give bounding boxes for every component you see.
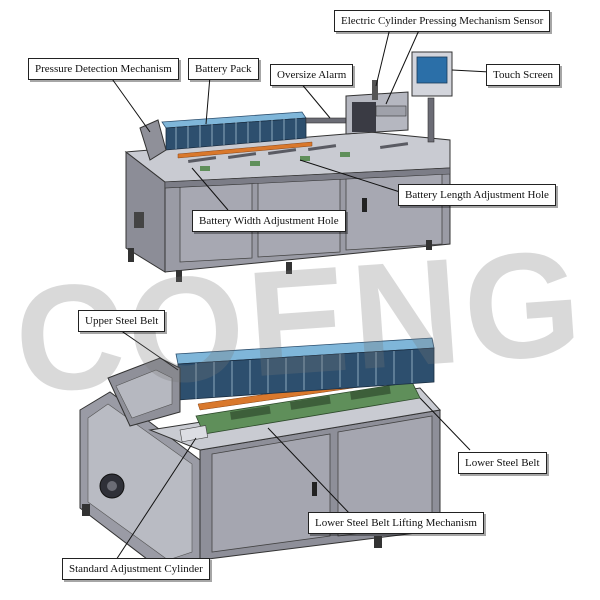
leader-battery-pack <box>205 75 211 125</box>
top-cylinder-body <box>352 102 376 132</box>
label-touch-screen: Touch Screen <box>486 64 561 86</box>
label-battery-width-hole: Battery Width Adjustment Hole <box>192 210 346 232</box>
label-upper-steel-belt: Upper Steel Belt <box>78 310 166 332</box>
top-sensor-post <box>372 80 378 100</box>
top-table-edge <box>164 167 451 189</box>
leader-standard-cylinder <box>115 437 197 561</box>
top-door-handle <box>362 198 367 212</box>
leader-electric-cylinder-2 <box>385 27 421 105</box>
label-lower-steel-belt: Lower Steel Belt <box>458 452 547 474</box>
label-battery-length-hole: Battery Length Adjustment Hole <box>398 184 556 206</box>
label-standard-adjust-cylinder: Standard Adjustment Cylinder <box>62 558 210 580</box>
leader-lifting <box>267 427 351 515</box>
top-feet <box>128 240 432 282</box>
top-vent-grille <box>134 212 144 228</box>
leader-upper-belt <box>119 329 179 371</box>
touch-screen-pole <box>427 97 435 143</box>
leader-oversize <box>299 81 331 119</box>
leader-width-hole <box>191 167 229 211</box>
top-cylinder-rod <box>375 105 407 117</box>
bottom-door-1 <box>211 433 331 553</box>
label-oversize-alarm: Oversize Alarm <box>270 64 354 86</box>
bottom-lifting-details <box>229 385 391 420</box>
bottom-door-handle <box>312 482 317 496</box>
label-electric-cylinder-sensor: Electric Cylinder Pressing Mechanism Sen… <box>334 10 551 32</box>
leader-touch-screen <box>451 69 491 73</box>
top-oversize-rod <box>305 117 351 124</box>
touch-screen-display <box>416 56 448 84</box>
bottom-machine <box>79 337 441 580</box>
top-pressure-block <box>139 119 167 161</box>
top-orange-belt <box>177 141 313 159</box>
top-adjustment-slots <box>187 142 409 163</box>
top-battery-cells <box>175 118 297 149</box>
bottom-battery-cells <box>195 350 413 399</box>
top-green-fixtures <box>200 152 350 171</box>
bottom-fan-inner <box>107 481 117 491</box>
label-battery-pack: Battery Pack <box>188 58 259 80</box>
label-lower-belt-lifting: Lower Steel Belt Lifting Mechanism <box>308 512 484 534</box>
top-door-3 <box>345 170 443 251</box>
leader-lower-belt <box>419 397 471 451</box>
leader-lines <box>109 27 491 561</box>
bottom-end-inner <box>87 403 193 561</box>
bottom-upper-block-face <box>115 369 173 419</box>
leader-pressure <box>109 75 151 133</box>
leader-length-hole <box>299 159 401 193</box>
label-pressure-detection: Pressure Detection Mechanism <box>28 58 179 80</box>
leader-electric-cylinder <box>375 27 391 87</box>
top-machine <box>124 51 453 282</box>
